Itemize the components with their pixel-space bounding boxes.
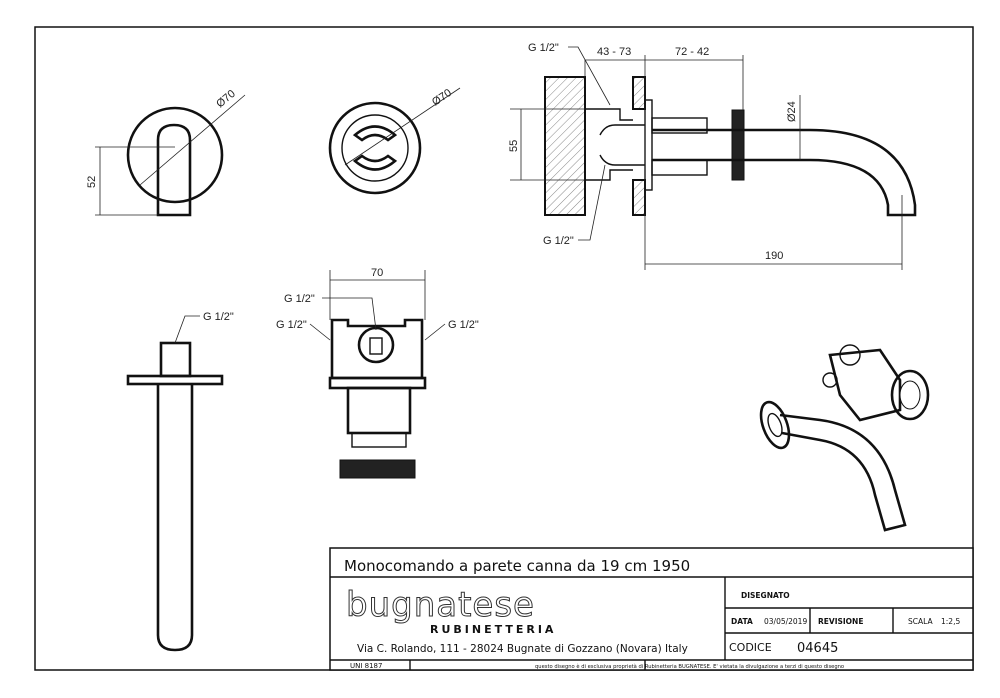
spout-thread-label: G 1/2": [203, 311, 234, 323]
side-thread-bottom-label: G 1/2": [543, 235, 574, 247]
front-height-label: 52: [86, 176, 98, 188]
body-thread-left-label: G 1/2": [276, 319, 307, 331]
body-thread-top-label: G 1/2": [284, 293, 315, 305]
side-range-1-label: 43 - 73: [597, 46, 631, 58]
drawing-title: Monocomando a parete canna da 19 cm 1950: [344, 557, 690, 575]
data-value: 03/05/2019: [764, 617, 807, 626]
body-thread-right-label: G 1/2": [448, 319, 479, 331]
spout-diameter-label: Ø24: [786, 101, 798, 122]
side-range-2-label: 72 - 42: [675, 46, 709, 58]
body-view: 70 G 1/2" G 1/2" G 1/2": [276, 267, 479, 479]
front-diameter-label: Ø70: [214, 88, 238, 111]
scala-label: SCALA: [908, 617, 933, 626]
scala-value: 1:2,5: [941, 617, 960, 626]
company-logo: bugnatese: [346, 585, 535, 625]
disegnato-label: DISEGNATO: [741, 591, 790, 600]
company-address: Via C. Rolando, 111 - 28024 Bugnate di G…: [357, 643, 688, 655]
title-block: Monocomando a parete canna da 19 cm 1950…: [329, 547, 974, 671]
side-section-view: G 1/2" 43 - 73 72 - 42 55 Ø24 G 1/2" 190: [508, 42, 917, 270]
codice-label: CODICE: [729, 641, 772, 654]
rosette-diameter-label: Ø70: [430, 87, 454, 109]
disclaimer: questo disegno è di esclusiva proprietà …: [535, 663, 844, 670]
company-logo-subtext: RUBINETTERIA: [430, 623, 556, 636]
codice-value: 04645: [797, 641, 838, 656]
front-view-lever: 52 Ø70: [86, 88, 246, 217]
isometric-view: [759, 344, 930, 532]
norm-label: UNI 8187: [350, 662, 382, 670]
rosette-view: Ø70: [328, 87, 461, 195]
spout-length-label: 190: [765, 250, 783, 262]
side-thread-top-label: G 1/2": [528, 42, 559, 54]
revisione-label: REVISIONE: [818, 617, 863, 626]
side-height-label: 55: [508, 140, 520, 152]
data-label: DATA: [731, 617, 753, 626]
spout-top-view: G 1/2": [126, 311, 234, 652]
body-width-label: 70: [371, 267, 383, 279]
